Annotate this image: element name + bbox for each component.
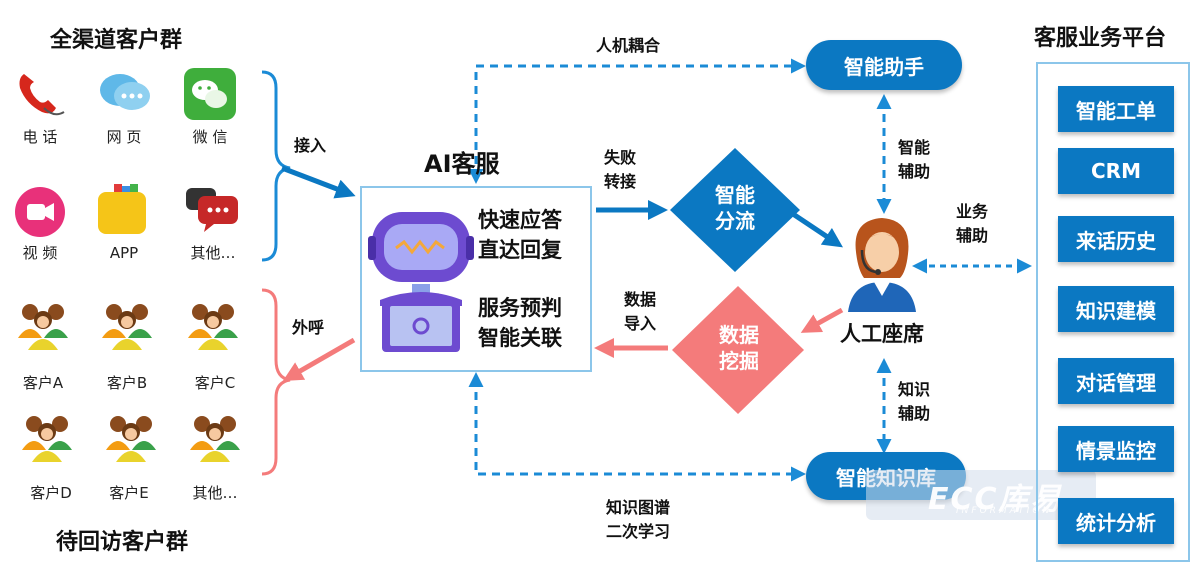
customer-group-icon	[18, 304, 68, 350]
followup-group-title: 待回访客户群	[56, 530, 189, 555]
wechat-icon[interactable]	[184, 68, 236, 120]
knowledge-assist-label-1: 知识	[898, 380, 931, 399]
channel-label-other: 其他…	[190, 244, 236, 262]
customer-group-icon	[190, 416, 240, 462]
smart-assistant-pill[interactable]: 智能助手	[806, 40, 962, 90]
customer-group-icon	[106, 416, 156, 462]
customer-group-icon	[22, 416, 72, 462]
agent-to-mining-arrow	[800, 307, 844, 333]
ai-line-fast-response: 快速应答	[478, 208, 562, 232]
customer-label-c: 客户C	[194, 374, 236, 392]
platform-item-call-history[interactable]: 来话历史	[1058, 216, 1174, 262]
routing-label-1: 智能	[715, 183, 755, 207]
platform-item-knowledge-modeling[interactable]: 知识建模	[1058, 286, 1174, 332]
customer-label-e: 客户E	[109, 484, 149, 502]
routing-label: 智能 分流	[700, 182, 770, 234]
app-folder-icon[interactable]	[96, 182, 150, 236]
video-icon[interactable]	[14, 186, 66, 238]
mining-diamond	[672, 286, 804, 414]
mining-label: 数据 挖掘	[704, 322, 774, 374]
knowledge-dashed-path	[468, 372, 806, 482]
ai-line-prediction: 服务预判	[478, 296, 562, 320]
inbound-label: 接入	[294, 136, 327, 155]
knowledge-assist-label-2: 辅助	[898, 404, 931, 423]
business-assist-label-1: 业务	[956, 202, 989, 221]
phone-icon[interactable]	[14, 68, 68, 120]
customer-group-icon	[102, 304, 152, 350]
channel-label-video: 视 频	[22, 244, 58, 262]
data-import-label-2: 导入	[624, 314, 657, 333]
coupling-dashed-path	[468, 58, 806, 184]
channel-label-wechat: 微 信	[192, 128, 228, 146]
message-icon[interactable]	[184, 184, 240, 234]
platform-item-scene-monitoring[interactable]: 情景监控	[1058, 426, 1174, 472]
platform-item-work-order[interactable]: 智能工单	[1058, 86, 1174, 132]
fail-transfer-label-1: 失败	[604, 148, 637, 167]
customer-label-other: 其他…	[192, 484, 238, 502]
channel-label-app: APP	[109, 244, 139, 262]
business-assist-label-2: 辅助	[956, 226, 989, 245]
platform-item-statistics[interactable]: 统计分析	[1058, 498, 1174, 544]
mining-label-2: 挖掘	[719, 349, 759, 373]
inbound-arrow	[281, 165, 356, 199]
ai-line-direct-reply: 直达回复	[478, 238, 562, 262]
fail-transfer-label-2: 转接	[604, 172, 637, 191]
customer-label-d: 客户D	[30, 484, 72, 502]
platform-item-dialog-management[interactable]: 对话管理	[1058, 358, 1174, 404]
assist-label-1: 智能	[898, 138, 931, 157]
customer-brace	[261, 288, 291, 476]
coupling-label: 人机耦合	[596, 36, 661, 55]
watermark-text: ECC库易	[928, 482, 1063, 517]
knowledge-graph-label-1: 知识图谱	[606, 498, 671, 517]
routing-diamond	[670, 148, 800, 272]
outbound-arrow	[282, 337, 356, 381]
platform-panel	[1036, 62, 1190, 562]
customer-group-icon	[188, 304, 238, 350]
channel-group-title: 全渠道客户群	[50, 28, 183, 53]
channel-label-phone: 电 话	[22, 128, 58, 146]
human-agent-label: 人工座席	[840, 322, 924, 346]
route-to-agent-arrow	[788, 209, 843, 248]
mining-label-1: 数据	[719, 323, 759, 347]
assist-label-2: 辅助	[898, 162, 931, 181]
outbound-label: 外呼	[292, 318, 325, 337]
human-agent-icon	[848, 218, 916, 312]
data-import-label-1: 数据	[624, 290, 657, 309]
routing-label-2: 分流	[715, 209, 755, 233]
watermark-subtext: INFORMATION	[956, 506, 1053, 516]
robot-icon	[368, 212, 474, 352]
knowledge-graph-label-2: 二次学习	[606, 522, 671, 541]
platform-title: 客服业务平台	[1034, 26, 1167, 51]
chat-bubble-icon[interactable]	[96, 68, 156, 120]
watermark-logo: ECC库易 INFORMATION	[866, 470, 1096, 520]
customer-label-b: 客户B	[106, 374, 148, 392]
ai-service-title: AI客服	[424, 150, 500, 178]
customer-label-a: 客户A	[22, 374, 64, 392]
channel-label-web: 网 页	[106, 128, 142, 146]
channel-brace	[261, 70, 291, 262]
ai-line-association: 智能关联	[478, 326, 562, 350]
platform-item-crm[interactable]: CRM	[1058, 148, 1174, 194]
